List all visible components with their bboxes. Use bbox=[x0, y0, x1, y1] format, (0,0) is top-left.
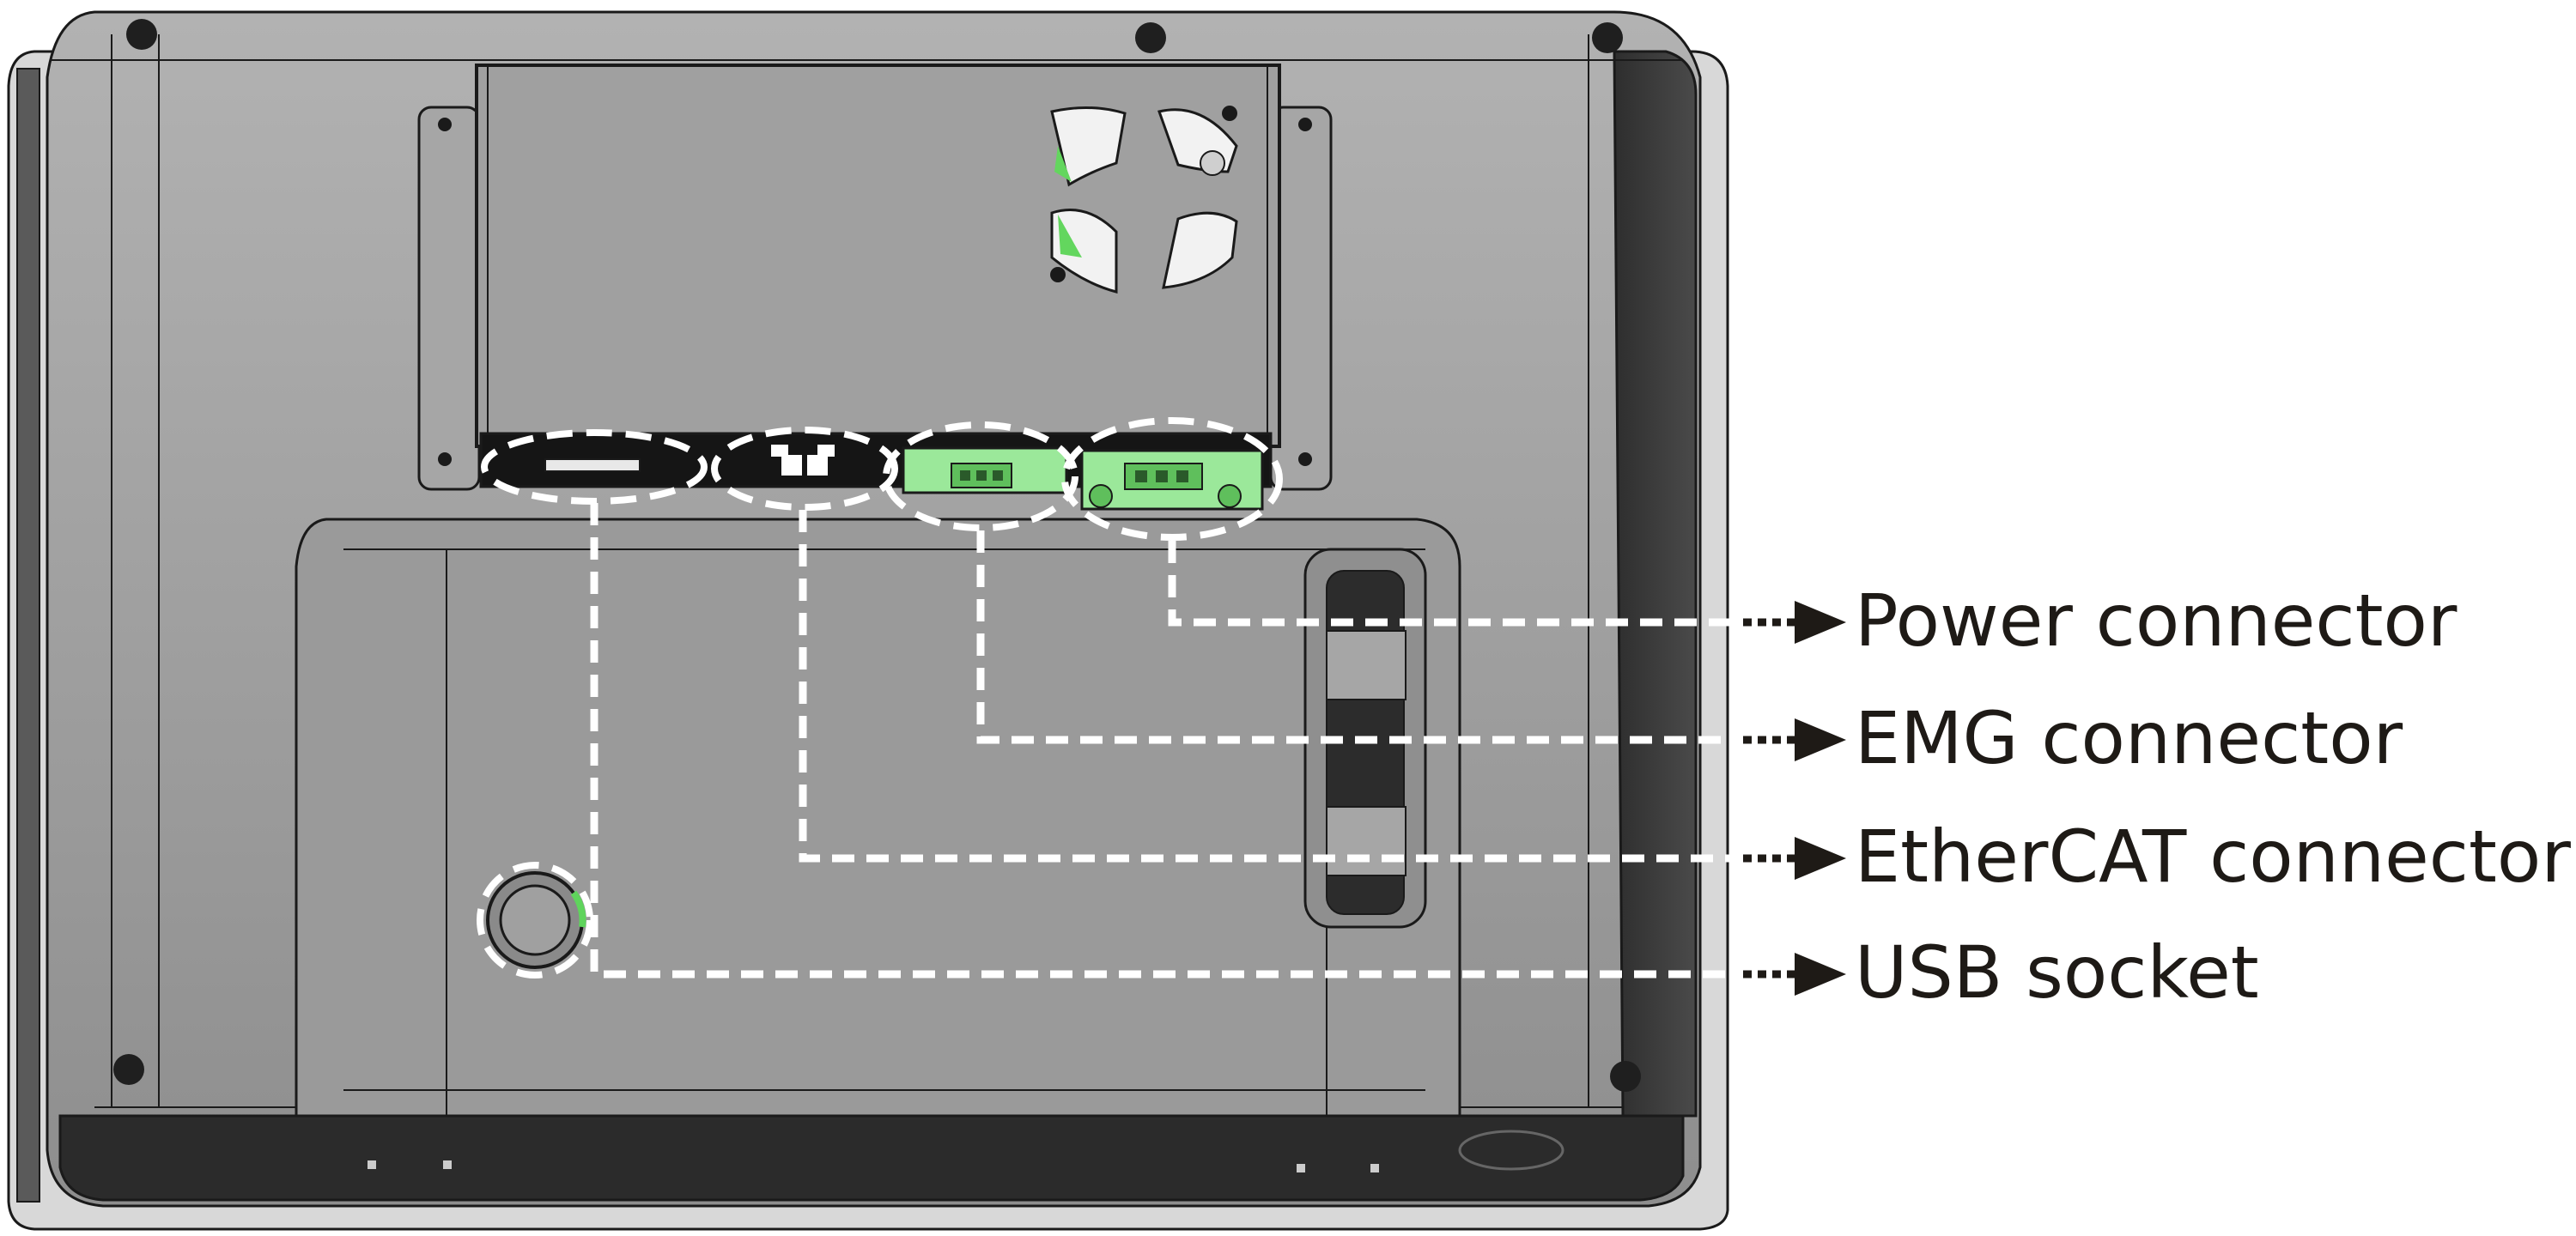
fan-vent-icon bbox=[1050, 106, 1238, 294]
arrow-emg-icon bbox=[1743, 718, 1846, 761]
controller-box bbox=[417, 64, 1333, 491]
usb-slot bbox=[481, 429, 708, 505]
power-connector-port bbox=[1061, 417, 1283, 541]
leader-lines bbox=[590, 503, 1743, 978]
ethercat-port bbox=[711, 427, 898, 511]
emg-connector-port bbox=[883, 421, 1078, 531]
arrow-power-icon bbox=[1743, 601, 1846, 644]
usb-socket-port bbox=[477, 862, 593, 978]
label-power-connector: Power connector bbox=[1855, 579, 2458, 663]
arrow-ethercat-icon bbox=[1743, 837, 1846, 880]
label-ethercat-connector: EtherCAT connector bbox=[1855, 815, 2571, 899]
arrow-usb-icon bbox=[1743, 953, 1846, 996]
label-usb-socket: USB socket bbox=[1855, 930, 2259, 1015]
label-emg-connector: EMG connector bbox=[1855, 696, 2403, 780]
lower-panel bbox=[295, 518, 1461, 1118]
callout-arrows bbox=[1743, 601, 1846, 996]
